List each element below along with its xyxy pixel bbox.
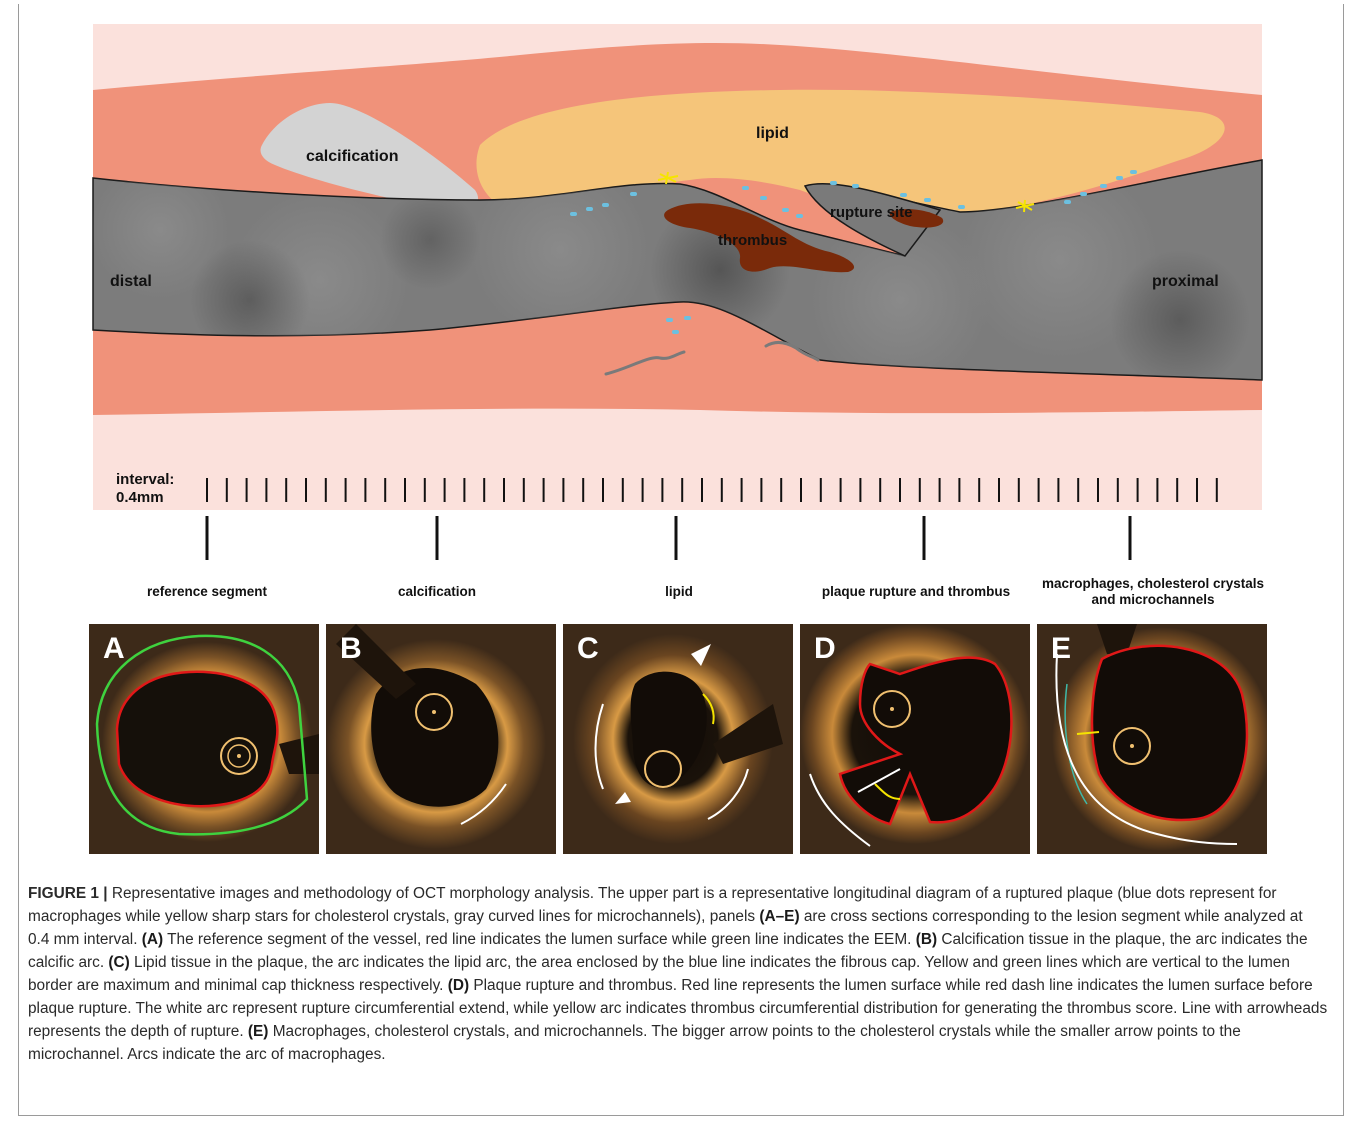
caption-a-tag: (A) bbox=[142, 931, 163, 948]
arrow-label-reference-segment: reference segment bbox=[87, 584, 327, 600]
label-lipid: lipid bbox=[756, 125, 789, 143]
lumen-border-red bbox=[117, 672, 277, 806]
label-proximal: proximal bbox=[1152, 273, 1219, 291]
down-arrow bbox=[916, 516, 932, 560]
arrow-label-plaque-rupture: plaque rupture and thrombus bbox=[796, 584, 1036, 600]
label-thrombus: thrombus bbox=[718, 232, 787, 249]
arrow-label-macrophages: macrophages, cholesterol crystals and mi… bbox=[1035, 576, 1271, 608]
interval-label: interval: 0.4mm bbox=[116, 471, 174, 507]
figure-caption: FIGURE 1 | Representative images and met… bbox=[28, 882, 1328, 1066]
label-calcification: calcification bbox=[306, 148, 398, 166]
down-arrows bbox=[199, 516, 1138, 560]
caption-c-tag: (C) bbox=[108, 954, 129, 971]
panel-letter-b: B bbox=[340, 632, 362, 666]
panel-letter-e: E bbox=[1051, 632, 1071, 666]
oct-panel-c: C bbox=[563, 624, 793, 854]
down-arrow bbox=[199, 516, 215, 560]
oct-panel-a: A bbox=[89, 624, 319, 854]
arrow-label-calcification: calcification bbox=[317, 584, 557, 600]
oct-panel-e: E bbox=[1037, 624, 1267, 854]
label-distal: distal bbox=[110, 273, 152, 291]
oct-panel-b: B bbox=[326, 624, 556, 854]
caption-panels-ref: (A–E) bbox=[759, 908, 799, 925]
oct-panel-d: D bbox=[800, 624, 1030, 854]
caption-a-text: The reference segment of the vessel, red… bbox=[163, 931, 916, 948]
panel-letter-a: A bbox=[103, 632, 125, 666]
interval-label-line1: interval: bbox=[116, 471, 174, 489]
caption-d-tag: (D) bbox=[448, 977, 469, 994]
label-rupture-site: rupture site bbox=[830, 204, 913, 221]
panel-letter-c: C bbox=[577, 632, 599, 666]
interval-label-line2: 0.4mm bbox=[116, 489, 174, 507]
panel-letter-d: D bbox=[814, 632, 836, 666]
down-arrow bbox=[668, 516, 684, 560]
caption-title: FIGURE 1 | bbox=[28, 885, 108, 902]
caption-b-tag: (B) bbox=[916, 931, 937, 948]
down-arrow bbox=[429, 516, 445, 560]
arrow-label-lipid: lipid bbox=[559, 584, 799, 600]
caption-e-tag: (E) bbox=[248, 1023, 269, 1040]
down-arrow bbox=[1122, 516, 1138, 560]
